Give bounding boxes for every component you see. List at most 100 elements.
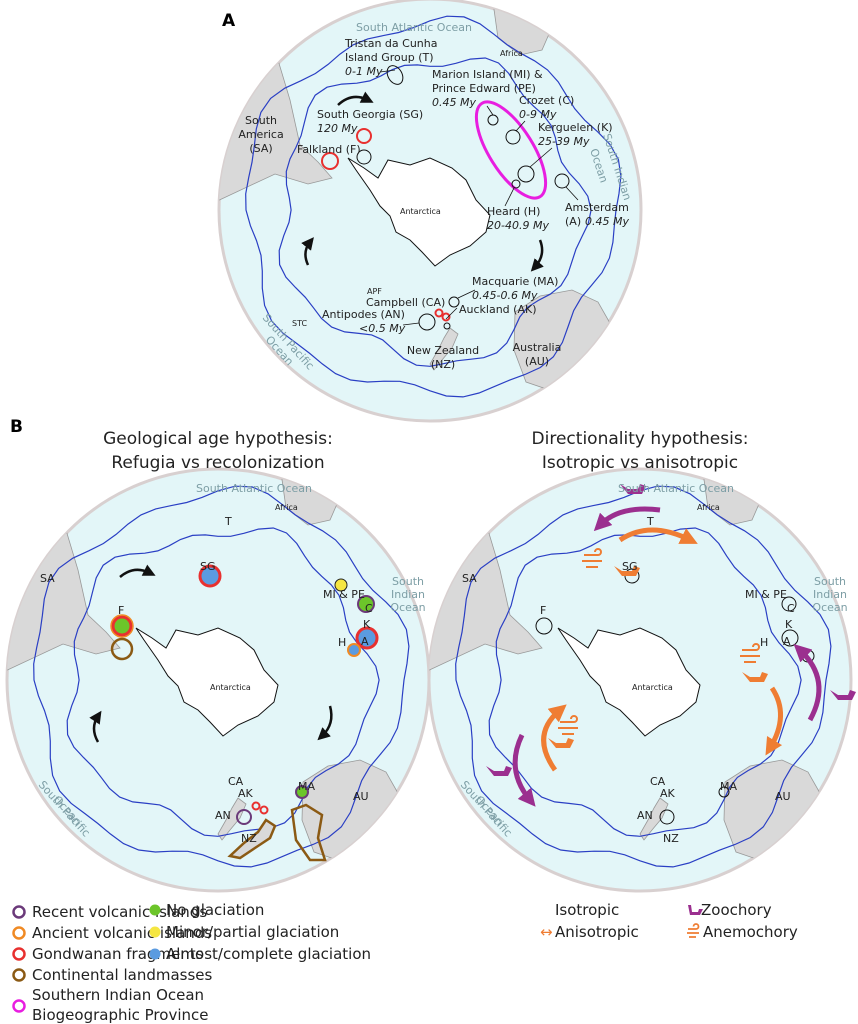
biogeographic-province-ellipse bbox=[474, 100, 548, 200]
heard-marker bbox=[347, 643, 361, 657]
label-tristan-age: 0-1 My bbox=[345, 65, 383, 78]
left-map-label-k: K bbox=[363, 618, 371, 631]
left-map-label-h: H bbox=[338, 636, 346, 649]
left-map-label-c: C bbox=[365, 602, 373, 615]
madagascar-shape bbox=[568, 19, 603, 41]
legend-minor-glaciation: Minor/partial glaciation bbox=[166, 923, 339, 941]
label-auckland: Auckland (AK) bbox=[459, 303, 536, 316]
campbell-marker bbox=[251, 801, 261, 811]
label-marion-age: 0.45 My bbox=[432, 96, 476, 109]
left-map-label-south-indian-2: Indian bbox=[391, 588, 425, 601]
panel-b-letter: B bbox=[10, 417, 23, 437]
label-australia: Australia bbox=[513, 341, 562, 354]
antarctica-shape bbox=[347, 157, 491, 267]
province-swatch bbox=[12, 999, 26, 1013]
left-map-label-ak: AK bbox=[238, 787, 254, 800]
label-crozet-age: 0-9 My bbox=[519, 108, 557, 121]
anemochory-arrow bbox=[765, 686, 783, 756]
right-map-label-sa: SA bbox=[462, 572, 477, 585]
bird-icon bbox=[548, 566, 768, 748]
current-arrow-icon bbox=[89, 710, 102, 743]
left-map-label-sg: SG bbox=[200, 560, 216, 573]
label-south-georgia: South Georgia (SG) bbox=[317, 108, 423, 121]
right-map-label-h: H bbox=[760, 636, 768, 649]
label-south-georgia-age: 120 My bbox=[317, 122, 358, 135]
gondwanan-swatch bbox=[12, 947, 26, 961]
label-macquarie-age: 0.45-0.6 My bbox=[472, 289, 538, 302]
right-map-label-ca: CA bbox=[650, 775, 666, 788]
left-map-label-south-indian-1: South bbox=[392, 575, 424, 588]
right-map-label-antarctica: Antarctica bbox=[632, 683, 673, 692]
label-antipodes: Antipodes (AN) bbox=[322, 308, 405, 321]
crozet-marker bbox=[505, 129, 521, 145]
legend-island-types: Recent volcanic islands Ancient volcanic… bbox=[12, 903, 213, 1024]
label-south-america-3: (SA) bbox=[249, 142, 272, 155]
legend-gondwanan: Gondwanan fragments bbox=[32, 945, 204, 963]
panel-a-letter: A bbox=[222, 11, 236, 31]
right-map-label-south-indian-3: Ocean bbox=[812, 601, 847, 614]
anemochory-arrow bbox=[541, 704, 567, 772]
right-map-label-africa: Africa bbox=[697, 503, 720, 512]
current-arrow-icon bbox=[317, 705, 333, 741]
left-map-label-a: A bbox=[361, 635, 369, 648]
label-stc: STC bbox=[292, 319, 307, 328]
legend-province-1: Southern Indian Ocean bbox=[32, 986, 204, 1004]
left-map-label-ca: CA bbox=[228, 775, 244, 788]
falkland-outer-marker bbox=[110, 614, 134, 638]
geological-age-markers bbox=[89, 564, 379, 862]
panel-b-titles: B Geological age hypothesis: Refugia vs … bbox=[10, 417, 748, 473]
right-map-label-t: T bbox=[646, 515, 654, 528]
label-south-america-2: America bbox=[238, 128, 283, 141]
polar-front-line bbox=[488, 527, 802, 837]
left-map-label-antarctica: Antarctica bbox=[210, 683, 251, 692]
right-title-line-2: Isotropic vs anisotropic bbox=[542, 453, 738, 473]
no-glaciation-swatch bbox=[149, 904, 161, 916]
label-new-zealand: New Zealand bbox=[407, 344, 479, 357]
right-map-label-f: F bbox=[540, 604, 546, 617]
new-zealand-shape bbox=[429, 327, 459, 371]
right-map-label-k: K bbox=[785, 618, 793, 631]
label-antipodes-age: <0.5 My bbox=[359, 322, 406, 335]
left-map-label-f: F bbox=[118, 604, 124, 617]
macquarie-marker bbox=[295, 785, 309, 799]
legend-dispersal: Zoochory Anemochory bbox=[687, 901, 798, 941]
tristan-marker bbox=[386, 65, 404, 85]
auckland-marker bbox=[259, 805, 269, 815]
left-title-line-1: Geological age hypothesis: bbox=[103, 429, 333, 449]
label-kerguelen: Kerguelen (K) bbox=[538, 121, 613, 134]
south-georgia-marker bbox=[356, 128, 372, 144]
subtropical-front-line bbox=[455, 485, 832, 868]
zoochory-arrow bbox=[593, 506, 661, 532]
auckland-marker bbox=[441, 312, 451, 322]
label-africa: Africa bbox=[500, 49, 523, 58]
map-geological-age bbox=[5, 467, 431, 893]
legend-isotropic: Isotropic bbox=[555, 901, 619, 919]
minor-glaciation-swatch bbox=[149, 926, 161, 938]
label-tristan: Tristan da Cunha bbox=[344, 37, 438, 50]
new-zealand-shape bbox=[217, 797, 247, 841]
c-marker bbox=[781, 596, 797, 612]
right-map-label-south-indian-1: South bbox=[814, 575, 846, 588]
amsterdam-marker bbox=[554, 173, 570, 189]
new-zealand-shape bbox=[639, 797, 669, 841]
label-heard-age: 20-40.9 My bbox=[487, 219, 549, 232]
label-new-zealand-2: (NZ) bbox=[431, 358, 455, 371]
left-map-label-africa: Africa bbox=[275, 503, 298, 512]
current-arrow-icon bbox=[301, 237, 314, 266]
k-marker bbox=[781, 629, 799, 647]
legend: Recent volcanic islands Ancient volcanic… bbox=[12, 901, 798, 1024]
label-tristan-2: Island Group (T) bbox=[345, 51, 434, 64]
label-antarctica: Antarctica bbox=[400, 207, 441, 216]
subtropical-front-line bbox=[245, 15, 622, 398]
mi-pe-marker bbox=[334, 578, 348, 592]
kerguelen-marker bbox=[355, 626, 379, 650]
label-australia-2: (AU) bbox=[525, 355, 549, 368]
falkland-marker bbox=[321, 152, 339, 170]
antarctica-shape bbox=[557, 627, 701, 737]
ma-marker bbox=[718, 786, 730, 798]
polar-front-line bbox=[278, 57, 592, 367]
legend-recent-volcanic: Recent volcanic islands bbox=[32, 903, 207, 921]
complete-glaciation-swatch bbox=[149, 948, 161, 960]
label-heard: Heard (H) bbox=[487, 205, 540, 218]
